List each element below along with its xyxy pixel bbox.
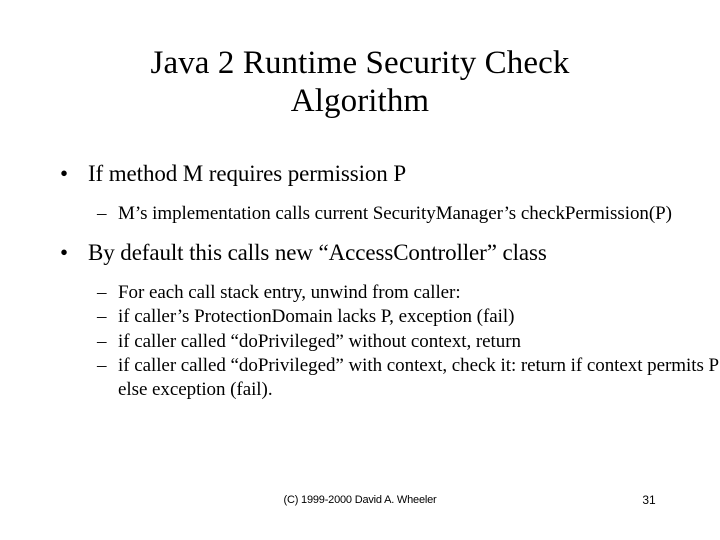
bullet-item-level2: – if caller called “doPrivileged” with c… <box>0 354 720 401</box>
bullet-marker-icon: • <box>60 239 68 265</box>
title-line-1: Java 2 Runtime Security Check <box>150 45 570 81</box>
bullet-item-level2: – if caller called “doPrivileged” withou… <box>0 330 720 354</box>
dash-marker-icon: – <box>97 330 107 352</box>
spacer <box>0 227 720 239</box>
bullet-text: if caller called “doPrivileged” without … <box>118 330 521 352</box>
dash-marker-icon: – <box>97 355 107 377</box>
bullet-text: M’s implementation calls current Securit… <box>118 203 672 225</box>
bullet-item-level2: – For each call stack entry, unwind from… <box>0 281 720 305</box>
bullet-text: By default this calls new “AccessControl… <box>88 239 547 265</box>
bullet-text: if caller called “doPrivileged” with con… <box>118 355 719 400</box>
slide-body: • If method M requires permission P – M’… <box>0 160 720 402</box>
title-line-2: Algorithm <box>290 83 430 120</box>
bullet-text: If method M requires permission P <box>88 161 407 186</box>
spacer <box>0 273 720 281</box>
bullet-text: For each call stack entry, unwind from c… <box>118 281 461 303</box>
page-title: Java 2 Runtime Security Check Algorithm <box>36 44 684 121</box>
dash-marker-icon: – <box>97 281 107 303</box>
dash-marker-icon: – <box>97 203 107 225</box>
bullet-item-level1: • By default this calls new “AccessContr… <box>0 239 720 267</box>
bullet-item-level2: – M’s implementation calls current Secur… <box>0 202 720 226</box>
bullet-item-level1: • If method M requires permission P <box>0 160 720 188</box>
footer-page-number: 31 <box>642 493 656 507</box>
bullet-marker-icon: • <box>60 161 68 186</box>
bullet-text: if caller’s ProtectionDomain lacks P, ex… <box>118 306 515 328</box>
footer-credit: (C) 1999-2000 David A. Wheeler <box>283 494 437 506</box>
bullet-item-level2: – if caller’s ProtectionDomain lacks P, … <box>0 305 720 329</box>
dash-marker-icon: – <box>97 306 107 328</box>
spacer <box>0 194 720 202</box>
